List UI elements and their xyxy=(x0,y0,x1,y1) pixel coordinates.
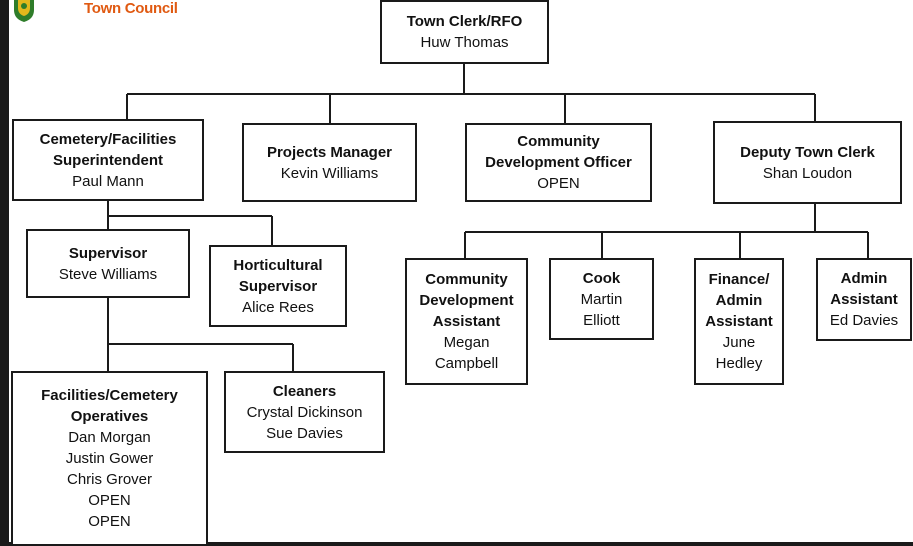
bottom-frame-border xyxy=(0,542,913,546)
brand-name: Town Council xyxy=(84,0,178,17)
node-cleaners: Cleaners Crystal Dickinson Sue Davies xyxy=(224,371,385,453)
node-name: Megan xyxy=(443,334,490,351)
node-community-development-officer: Community Development Officer OPEN xyxy=(465,123,652,202)
node-admin-assistant: Admin Assistant Ed Davies xyxy=(816,258,912,341)
node-title: Cook xyxy=(582,269,621,287)
node-title-line: Facilities/Cemetery xyxy=(41,387,178,404)
node-name: Elliott xyxy=(583,311,620,329)
node-title-line: Horticultural xyxy=(233,256,323,274)
node-name: Campbell xyxy=(434,355,499,372)
node-name: Martin xyxy=(580,290,623,308)
node-name: June xyxy=(722,334,756,351)
node-title-line: Assistant xyxy=(705,313,773,330)
node-title: Cleaners xyxy=(272,382,337,400)
node-title-line: Admin xyxy=(715,292,763,309)
node-name: Paul Mann xyxy=(72,172,144,190)
node-cook: Cook Martin Elliott xyxy=(549,258,654,340)
node-deputy-town-clerk: Deputy Town Clerk Shan Loudon xyxy=(713,121,902,204)
node-name: Alice Rees xyxy=(242,298,314,316)
node-title-line: Finance/ xyxy=(708,271,770,288)
node-name: OPEN xyxy=(537,175,580,192)
node-title-line: Cemetery/Facilities xyxy=(39,130,177,148)
node-title-line: Supervisor xyxy=(238,277,318,295)
node-title-line: Assistant xyxy=(830,291,898,308)
node-name: Chris Grover xyxy=(66,471,152,488)
node-cemetery-superintendent: Cemetery/Facilities Superintendent Paul … xyxy=(12,119,204,201)
node-name: Justin Gower xyxy=(65,450,154,467)
node-name: Steve Williams xyxy=(58,265,158,283)
node-community-development-assistant: Community Development Assistant Megan Ca… xyxy=(405,258,528,385)
node-supervisor: Supervisor Steve Williams xyxy=(26,229,190,298)
node-name: Sue Davies xyxy=(266,424,343,442)
node-town-clerk: Town Clerk/RFO Huw Thomas xyxy=(380,0,549,64)
node-title: Town Clerk/RFO xyxy=(406,13,523,30)
node-title: Deputy Town Clerk xyxy=(740,143,875,161)
node-name: Shan Loudon xyxy=(762,164,853,182)
node-name: OPEN xyxy=(88,492,131,509)
node-name: Kevin Williams xyxy=(280,164,379,182)
node-finance-admin-assistant: Finance/ Admin Assistant June Hedley xyxy=(694,258,784,385)
node-title-line: Community xyxy=(517,133,600,150)
node-horticultural-supervisor: Horticultural Supervisor Alice Rees xyxy=(209,245,347,327)
node-title: Supervisor xyxy=(68,244,148,262)
node-name: Dan Morgan xyxy=(68,429,151,446)
node-title-line: Community xyxy=(425,271,508,288)
node-name: Huw Thomas xyxy=(420,34,509,51)
node-title-line: Superintendent xyxy=(52,151,163,169)
node-name: Hedley xyxy=(715,355,763,372)
node-title: Projects Manager xyxy=(266,143,393,161)
left-frame-border xyxy=(0,0,9,546)
node-facilities-cemetery-operatives: Facilities/Cemetery Operatives Dan Morga… xyxy=(11,371,208,546)
node-title-line: Operatives xyxy=(70,408,149,425)
node-name: Crystal Dickinson xyxy=(246,403,363,421)
node-name: OPEN xyxy=(88,513,131,530)
council-crest-icon xyxy=(14,0,34,22)
node-projects-manager: Projects Manager Kevin Williams xyxy=(242,123,417,202)
node-name: Ed Davies xyxy=(829,312,899,329)
node-title-line: Admin xyxy=(840,270,888,287)
node-title-line: Development xyxy=(419,292,514,309)
node-title-line: Development Officer xyxy=(485,154,632,171)
node-title-line: Assistant xyxy=(432,313,501,330)
